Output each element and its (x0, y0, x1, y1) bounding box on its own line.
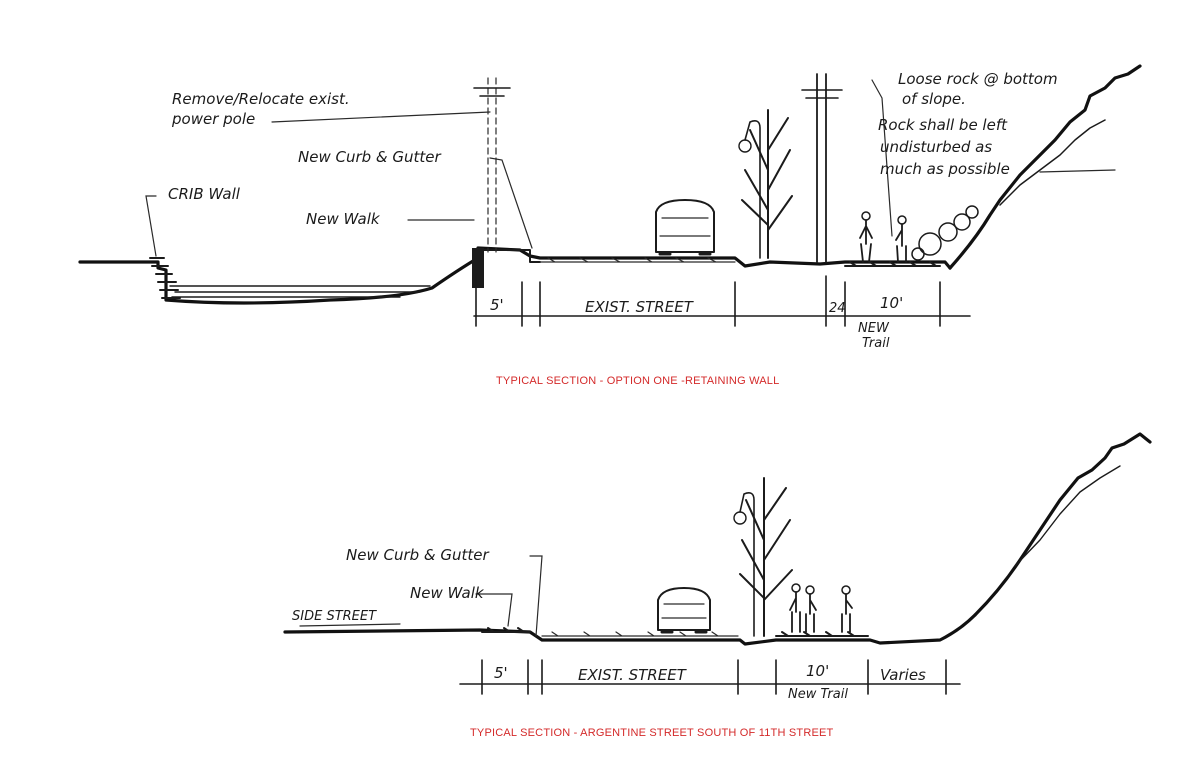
section-one-lamp (738, 139, 752, 153)
rock-leader-left (871, 79, 893, 237)
section-one-car (655, 199, 715, 256)
section-two-caption: TYPICAL SECTION - ARGENTINE STREET SOUTH… (470, 727, 834, 739)
curb-gutter-note: New Curb & Gutter (298, 148, 442, 166)
section-two-lamp (733, 511, 747, 525)
section-two-walk-surface (481, 627, 531, 633)
section-one-caption: TYPICAL SECTION - OPTION ONE -RETAINING … (496, 375, 779, 387)
section-two-people (789, 583, 853, 633)
rock-note-line4: undisturbed as (880, 138, 992, 156)
loose-rocks (911, 205, 979, 261)
section-one-trail-label-line1: NEW (858, 321, 890, 336)
section-two-new-walk-note: New Walk (410, 584, 485, 602)
rock-leader-right (1039, 169, 1116, 173)
rock-note-line5: much as possible (880, 160, 1010, 178)
section-one-trail-dimension: 10' (880, 294, 903, 312)
curb-gutter-leader (489, 157, 533, 249)
existing-power-pole-shaft (816, 73, 827, 263)
new-walk-note: New Walk (306, 210, 381, 228)
old-power-pole (473, 77, 511, 253)
section-one-notes: Remove/Relocate exist. power pole New Cu… (168, 70, 1058, 228)
section-one-ground (78, 64, 1142, 305)
section-two-car-body (657, 587, 711, 631)
section-two-tree-trunk (739, 477, 793, 637)
section-one-walk-surface (483, 249, 541, 263)
section-two-ground-line (283, 613, 977, 646)
section-one-dimensions: 5' EXIST. STREET 24 10' NEW Trail (473, 273, 971, 351)
retaining-wall (472, 248, 484, 288)
section-two-varies-dimension: Varies (880, 666, 926, 684)
section-two-new-walk-leader (475, 593, 513, 627)
section-two-streetlight (739, 492, 755, 637)
old-power-pole-crossarm (473, 87, 511, 97)
section-one-buffer-dimension: 24 (829, 301, 846, 316)
section-two-slope-edge (1014, 465, 1121, 567)
section-two-trail-surface (775, 631, 869, 637)
section-one-car-window (659, 217, 711, 237)
section-one-car-body (655, 199, 715, 253)
section-one-street-dimension: EXIST. STREET (585, 298, 695, 316)
section-one-slope (948, 64, 1142, 270)
section-one-streetlight (744, 120, 761, 259)
crib-wall-steps (149, 257, 181, 299)
section-two-car (657, 587, 711, 634)
section-two-curb-gutter-leader (529, 555, 543, 637)
power-pole-note-line1: Remove/Relocate exist. (172, 90, 350, 108)
section-two-trail-label: New Trail (788, 687, 848, 702)
section-two-curb-gutter-note: New Curb & Gutter (346, 546, 490, 564)
section-one-dimension-line (473, 273, 971, 327)
power-pole-note-line2: power pole (171, 110, 255, 128)
section-one-ground-line (78, 246, 952, 305)
side-street-note: SIDE STREET (292, 609, 377, 624)
crib-wall-leader (145, 195, 157, 257)
section-one-trail-surface (844, 261, 941, 267)
section-one: 5' EXIST. STREET 24 10' NEW Trail Remove… (78, 64, 1142, 387)
section-one-slope-edge (999, 119, 1106, 206)
section-two-trail-dimension: 10' (806, 662, 829, 680)
section-two-street-dimension: EXIST. STREET (578, 666, 688, 684)
rock-note-line2: of slope. (902, 90, 966, 108)
section-one-street-surface (539, 257, 736, 263)
rock-note-line3: Rock shall be left (878, 116, 1008, 134)
section-one-tree-trunk (741, 109, 793, 259)
section-two-leaders (299, 555, 543, 637)
section-two-walk-dimension: 5' (494, 664, 508, 682)
section-two-dimension-line (459, 659, 961, 695)
section-two-car-window (661, 603, 707, 619)
section-one-tree (738, 109, 793, 259)
section-two-tree (733, 477, 793, 637)
section-one-trail-label-line2: Trail (862, 336, 890, 351)
section-one-ground-hatch (169, 285, 431, 298)
section-two-ground (283, 432, 1152, 646)
section-one-walk-dimension: 5' (490, 296, 504, 314)
section-two-street-surface (541, 631, 739, 637)
crib-wall-note: CRIB Wall (168, 185, 241, 203)
section-one-leaders (145, 79, 1116, 257)
existing-power-pole-crossarm (801, 89, 843, 99)
section-two: 5' EXIST. STREET 10' New Trail Varies Ne… (283, 432, 1152, 739)
old-power-pole-shaft (487, 77, 497, 253)
section-two-slope (973, 432, 1152, 617)
side-street-leader (299, 623, 401, 627)
rock-note-line1: Loose rock @ bottom (898, 70, 1058, 88)
power-pole-leader (271, 111, 491, 123)
existing-power-pole (801, 73, 843, 263)
section-two-notes: New Curb & Gutter New Walk SIDE STREET (292, 546, 490, 624)
section-one-people (859, 211, 907, 263)
section-two-dimensions: 5' EXIST. STREET 10' New Trail Varies (459, 659, 961, 702)
